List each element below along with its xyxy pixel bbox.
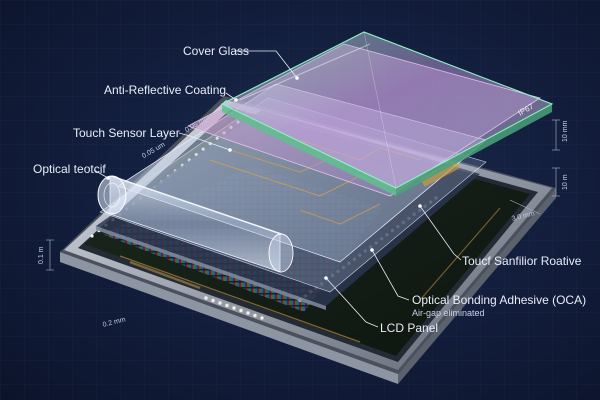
label-oca: Optical Bonding Adhesive (OCA)	[412, 293, 587, 307]
optical-film-roll	[97, 175, 294, 273]
led-bead	[232, 306, 236, 310]
dim-10m: 10 m	[562, 174, 569, 190]
dimension-lines	[46, 119, 560, 271]
led-bead	[246, 311, 250, 315]
led-bead	[90, 234, 94, 238]
label-cover-glass: Cover Glass	[183, 44, 250, 58]
label-optical-film: Optical teotcif	[33, 162, 106, 176]
dim-10mm: 10 mm	[562, 120, 569, 142]
label-anti-reflective-coating: Anti-Reflective Coating	[104, 83, 227, 97]
label-oca-note: Air-gap eliminated	[412, 308, 485, 318]
led-bead	[204, 296, 208, 300]
led-bead	[253, 313, 257, 318]
cover-glass-layer	[220, 31, 554, 196]
label-touch-sensor-layer: Touch Sensor Layer	[73, 126, 180, 140]
led-bead	[239, 308, 243, 313]
label-touch-sanfilior: Toucf Sanfilior Roative	[462, 254, 582, 268]
leader-dots	[106, 76, 422, 280]
led-bead	[260, 316, 264, 320]
label-lcd-panel: LCD Panel	[380, 321, 439, 335]
dim-01m: 0.1 m	[38, 246, 45, 264]
led-row-front	[204, 296, 264, 320]
leader-lines	[93, 50, 462, 328]
led-bead	[225, 303, 229, 308]
led-bead	[218, 301, 222, 305]
led-bead	[211, 298, 215, 303]
